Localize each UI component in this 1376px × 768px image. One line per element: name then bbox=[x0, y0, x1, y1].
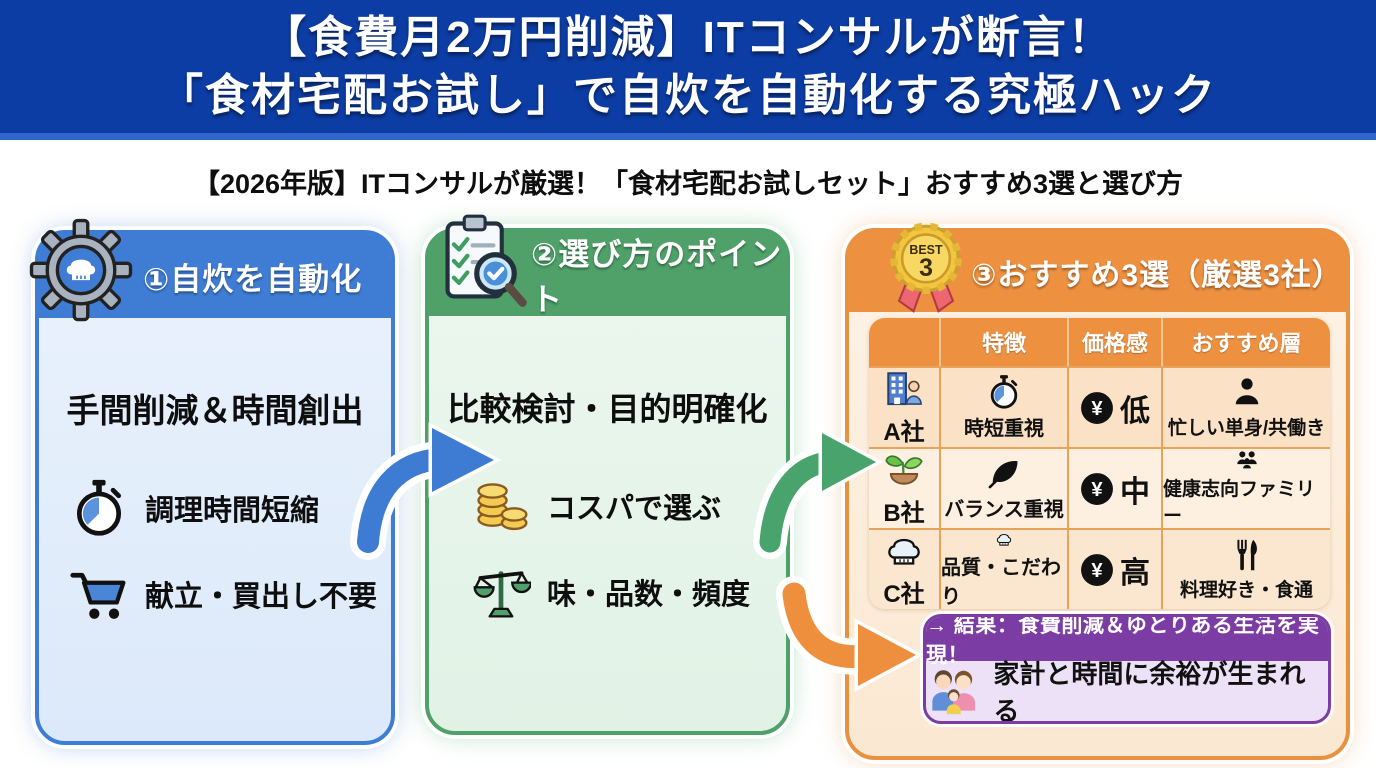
card1-item-time-label: 調理時間短縮 bbox=[145, 495, 320, 527]
stopwatch-icon bbox=[69, 478, 129, 538]
card1-title: ①自炊を自動化 bbox=[143, 261, 363, 297]
card2-header: ②選び方のポイント bbox=[429, 232, 786, 317]
family-icon bbox=[1229, 449, 1265, 472]
result-box: → 結果：食費削減＆ゆとりある生活を実現！ 家計と時間に余裕が生まれる bbox=[923, 614, 1331, 724]
card2-item-cost-label: コスパで選ぶ bbox=[547, 493, 722, 525]
card2-item-balance: 味・品数・頻度 bbox=[471, 562, 750, 622]
table-cell-audience-c: 料理好き・食通 bbox=[1161, 528, 1330, 609]
banner: 【食費月2万円削減】ITコンサルが断言！ 「食材宅配お試し」で自炊を自動化する究… bbox=[0, 0, 1376, 140]
chef-hat-icon bbox=[883, 530, 925, 572]
yen-circle-icon bbox=[1080, 391, 1114, 425]
card3-title: ③おすすめ3選（厳選3社） bbox=[971, 259, 1343, 292]
table-cell-feature-a: 時短重視 bbox=[939, 366, 1067, 447]
banner-title-line2: 「食材宅配お試し」で自炊を自動化する究極ハック bbox=[159, 71, 1217, 120]
table-header-price: 価格感 bbox=[1067, 318, 1161, 366]
table-cell-audience-b: 健康志向ファミリー bbox=[1161, 447, 1330, 528]
result-body-label: 家計と時間に余裕が生まれる bbox=[993, 659, 1306, 724]
utensils-icon bbox=[1229, 537, 1265, 573]
table-cell-audience-a: 忙しい単身/共働き bbox=[1161, 366, 1330, 447]
card-recommendations: BEST 3 ③おすすめ3選（厳選3社） 特徴 価格感 おすすめ層 A社 時短重… bbox=[845, 222, 1350, 760]
person-icon bbox=[1229, 375, 1265, 411]
card2-item-cost: コスパで選ぶ bbox=[471, 476, 721, 536]
leaf-icon bbox=[986, 455, 1022, 491]
card-selection-points: ②選び方のポイント 比較検討・目的明確化 コスパで選ぶ 味・品数・頻度 bbox=[425, 228, 790, 735]
best3-medal-icon: BEST 3 bbox=[890, 222, 962, 313]
card1-item-time: 調理時間短縮 bbox=[69, 478, 319, 538]
card3-header: BEST 3 ③おすすめ3選（厳選3社） bbox=[849, 222, 1346, 313]
medal-best-text: BEST bbox=[909, 243, 943, 257]
result-header: → 結果：食費削減＆ゆとりある生活を実現！ bbox=[926, 617, 1328, 667]
card1-item-shopping: 献立・買出し不要 bbox=[69, 564, 377, 624]
clipboard-magnifier-icon bbox=[433, 208, 533, 314]
table-cell-price-b: 中 bbox=[1067, 447, 1161, 528]
card2-item-balance-label: 味・品数・頻度 bbox=[547, 579, 751, 611]
yen-circle-icon bbox=[1080, 472, 1114, 506]
sprout-bowl-icon bbox=[883, 449, 925, 491]
card1-headline: 手間削減＆時間創出 bbox=[66, 392, 364, 429]
subtitle: 【2026年版】ITコンサルが厳選！「食材宅配お試しセット」おすすめ3選と選び方 bbox=[192, 169, 1184, 199]
banner-title-line1: 【食費月2万円削減】ITコンサルが断言！ bbox=[262, 13, 1114, 62]
table-cell-company-c: C社 bbox=[869, 528, 939, 609]
result-body: 家計と時間に余裕が生まれる bbox=[926, 659, 1328, 721]
table-cell-company-a: A社 bbox=[869, 366, 939, 447]
card1-header: ①自炊を自動化 bbox=[39, 234, 391, 318]
chef-hat-icon bbox=[986, 530, 1022, 549]
family-illustration-icon bbox=[926, 663, 981, 719]
card2-title: ②選び方のポイント bbox=[531, 237, 783, 317]
comparison-table: 特徴 価格感 おすすめ層 A社 時短重視 低 忙しい単身/共働き bbox=[869, 318, 1330, 609]
cart-icon bbox=[69, 564, 129, 624]
gear-chef-icon bbox=[27, 216, 135, 324]
table-header-audience: おすすめ層 bbox=[1161, 318, 1330, 366]
medal-number-text: 3 bbox=[919, 254, 933, 282]
card1-item-shopping-label: 献立・買出し不要 bbox=[145, 581, 378, 613]
card-cook-automation: ①自炊を自動化 手間削減＆時間創出 調理時間短縮 献立・買出し不要 bbox=[35, 230, 395, 745]
scale-icon bbox=[471, 562, 531, 622]
card2-headline: 比較検討・目的明確化 bbox=[447, 391, 768, 427]
table-cell-price-a: 低 bbox=[1067, 366, 1161, 447]
stopwatch-icon bbox=[986, 374, 1022, 410]
table-cell-company-b: B社 bbox=[869, 447, 939, 528]
yen-circle-icon bbox=[1080, 553, 1114, 587]
coins-icon bbox=[471, 476, 531, 536]
table-cell-feature-b: バランス重視 bbox=[939, 447, 1067, 528]
table-header-feature: 特徴 bbox=[939, 318, 1067, 366]
table-cell-feature-c: 品質・こだわり bbox=[939, 528, 1067, 609]
table-header-company bbox=[869, 318, 939, 366]
table-cell-price-c: 高 bbox=[1067, 528, 1161, 609]
office-building-icon bbox=[883, 368, 925, 410]
